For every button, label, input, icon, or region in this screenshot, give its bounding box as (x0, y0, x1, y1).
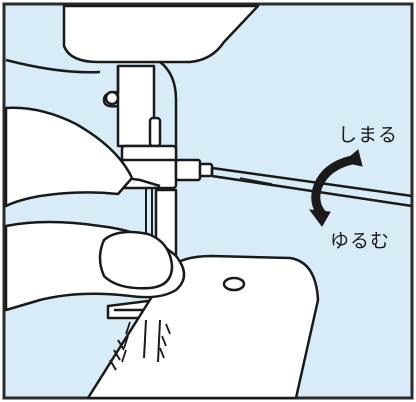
needle (145, 188, 153, 238)
curved-double-arrow-icon (308, 149, 363, 227)
tighten-label: しまる (338, 124, 399, 146)
thread-guide (104, 90, 120, 106)
loosen-label: ゆるむ (330, 230, 391, 252)
machine-head (5, 4, 260, 176)
clamp-screw (198, 162, 214, 178)
needle-bar (102, 64, 162, 148)
hand (4, 106, 186, 312)
needle-clamp (106, 144, 214, 192)
plate-hole (222, 276, 246, 292)
